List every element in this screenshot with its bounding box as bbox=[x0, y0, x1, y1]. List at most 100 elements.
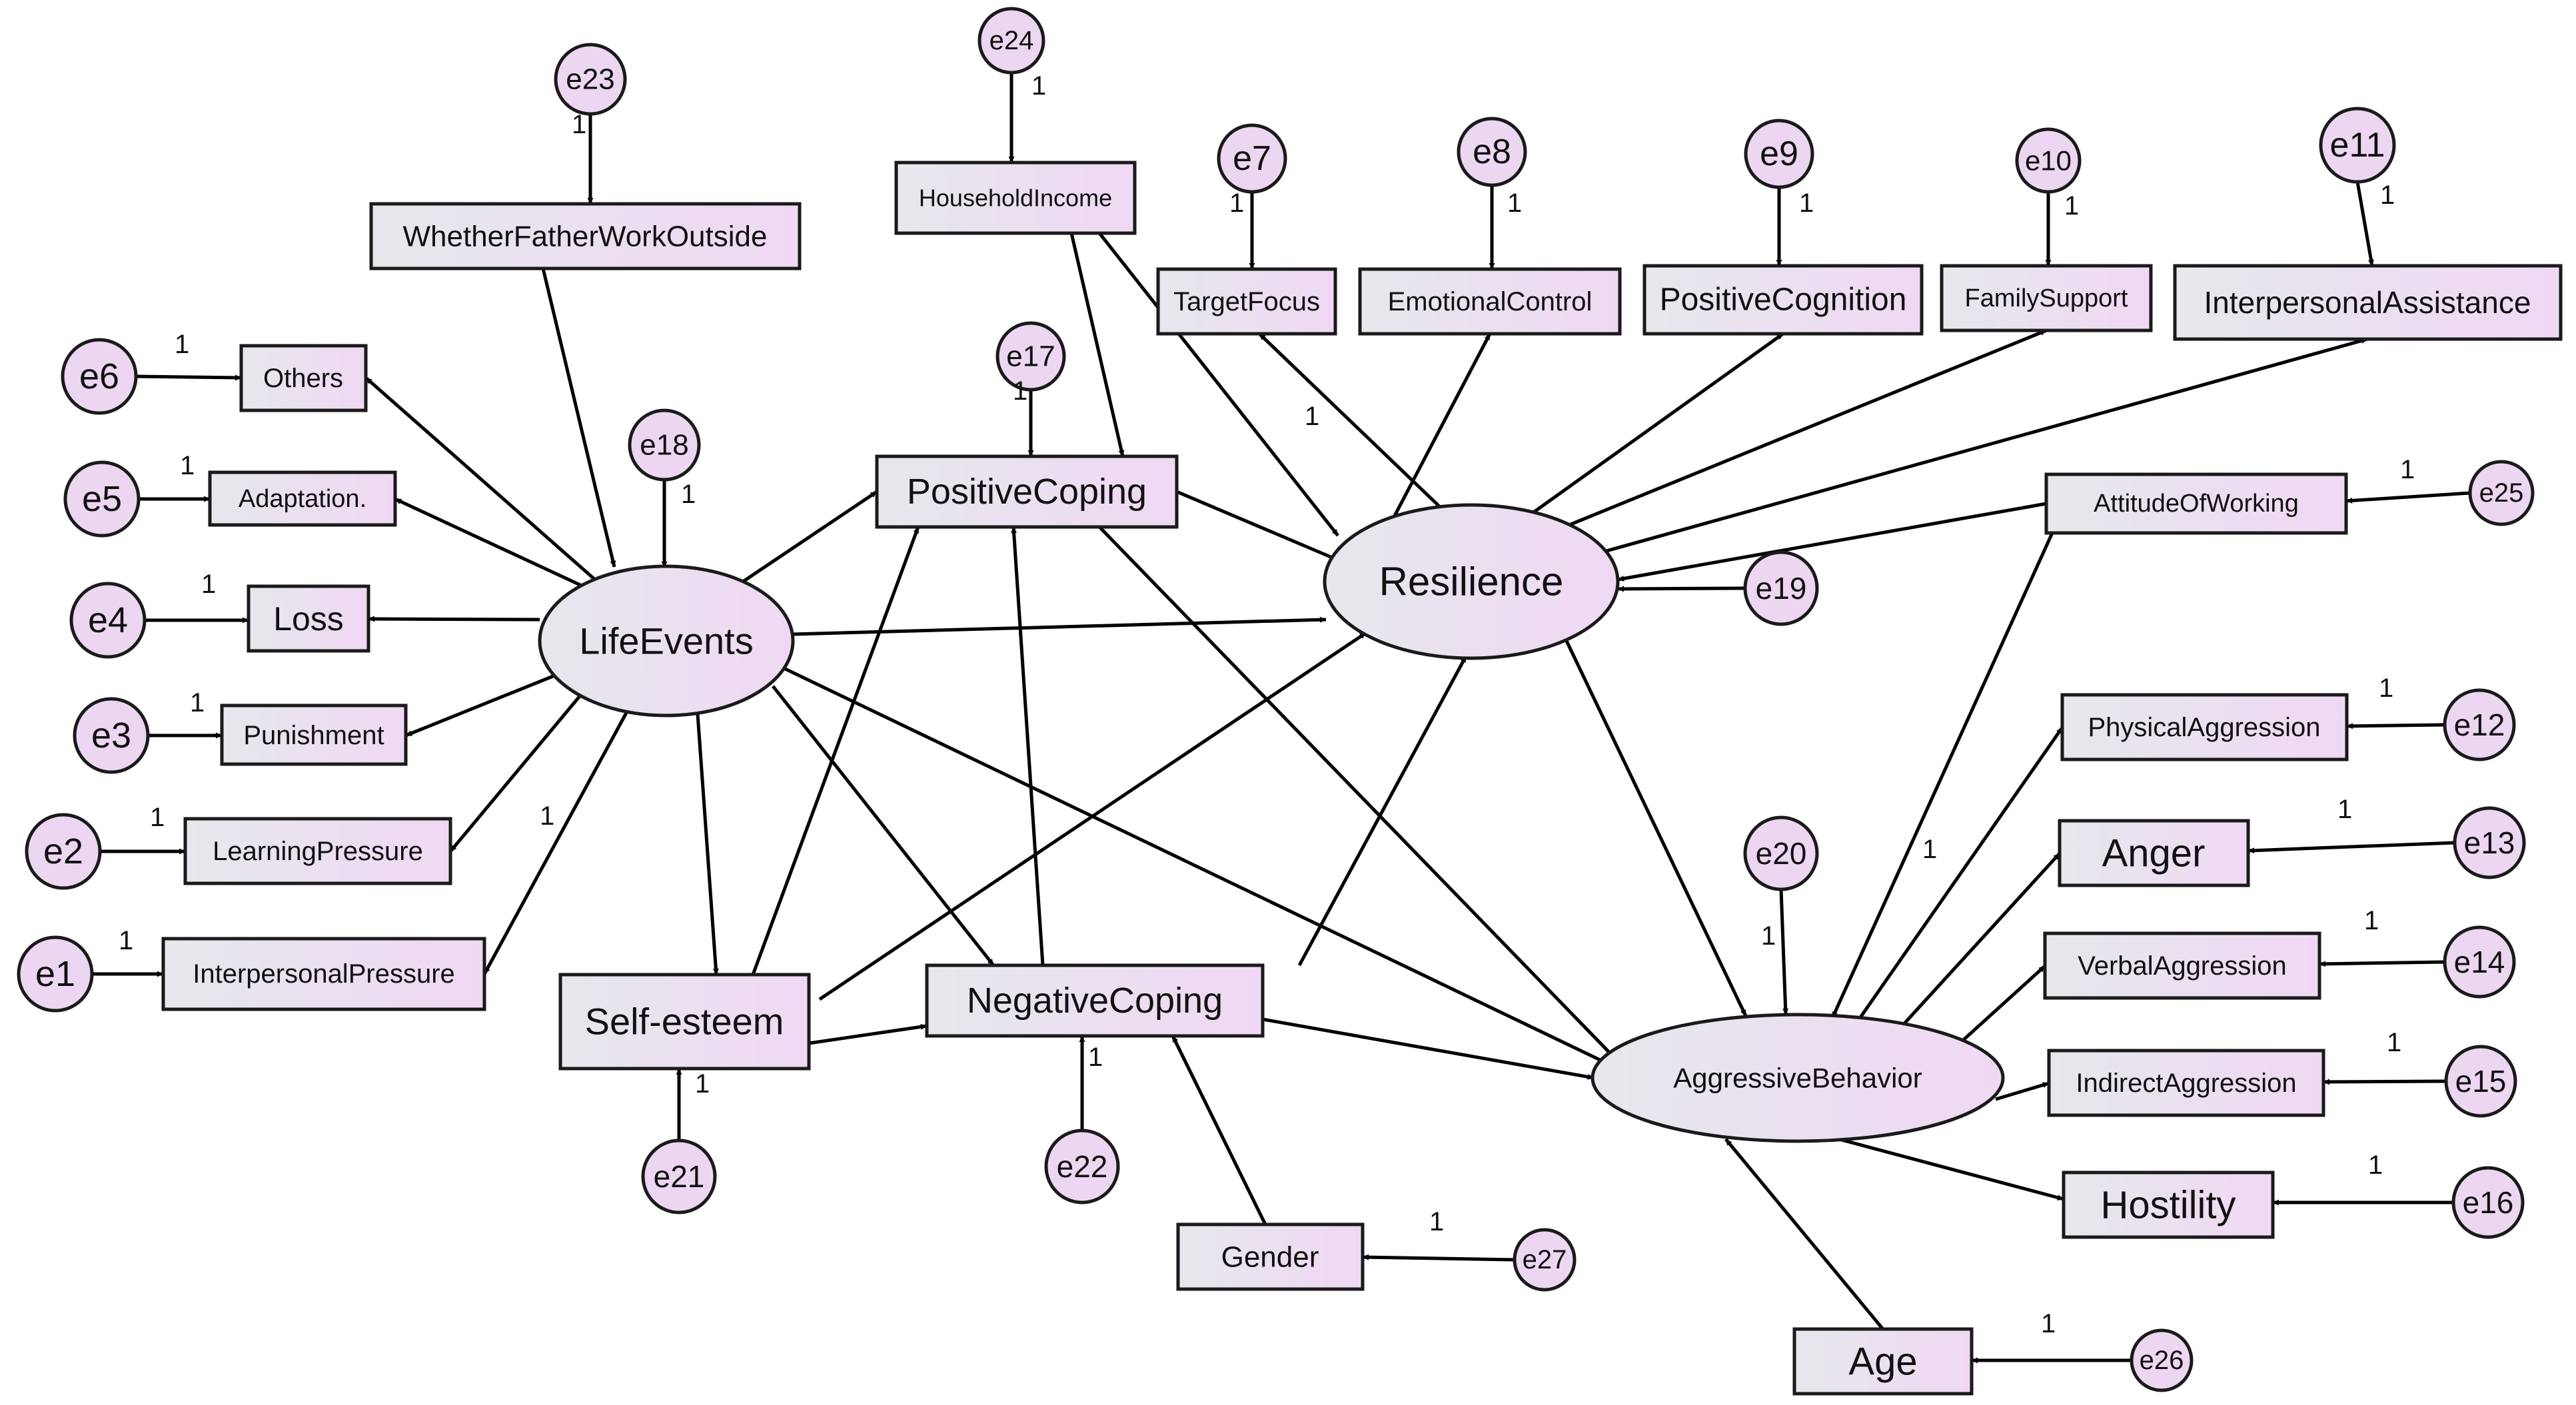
physical-aggression-box bbox=[2060, 693, 2349, 761]
error-e19-label: e19 bbox=[1756, 571, 1807, 606]
path-positive-coping-to-aggressive-behavior bbox=[1098, 526, 1620, 1064]
weight-label-e17: 1 bbox=[1013, 376, 1027, 406]
path-life-events-to-resilience bbox=[792, 616, 1327, 636]
error-e19 bbox=[1743, 550, 1819, 626]
path-e20-to-aggressive-behavior bbox=[1779, 889, 1789, 1015]
hostility-box bbox=[2062, 1171, 2275, 1239]
error-e8-label: e8 bbox=[1473, 133, 1511, 171]
error-e10-label: e10 bbox=[2025, 145, 2072, 177]
error-e11-label: e11 bbox=[2330, 126, 2385, 165]
error-e14-label: e14 bbox=[2454, 945, 2505, 979]
path-life-events-to-aggressive-behavior bbox=[778, 664, 1614, 1068]
latent-variables: LifeEvents Resilience AggressiveBehavior bbox=[538, 503, 2005, 1143]
path-e27-to-gender bbox=[1362, 1254, 1515, 1262]
observed-variables: WhetherFatherWorkOutside HouseholdIncome… bbox=[161, 161, 2563, 1396]
weight-label-attitude-aggressive: 1 bbox=[1922, 835, 1937, 864]
path-e12-to-physical-aggression bbox=[2346, 723, 2445, 729]
path-e14-to-verbal-aggression bbox=[2319, 960, 2445, 967]
whether-father-label: WhetherFatherWorkOutside bbox=[403, 221, 768, 253]
family-support-label: FamilySupport bbox=[1965, 284, 2128, 312]
error-e3 bbox=[73, 697, 150, 774]
error-e20-label: e20 bbox=[1756, 836, 1807, 871]
adaptation-box bbox=[208, 470, 397, 527]
error-e8 bbox=[1457, 117, 1527, 187]
age-label: Age bbox=[1848, 1340, 1917, 1384]
error-e16-label: e16 bbox=[2463, 1185, 2514, 1220]
error-e22-label: e22 bbox=[1057, 1149, 1108, 1184]
aggressive-behavior-label: AggressiveBehavior bbox=[1673, 1063, 1922, 1094]
positive-cognition-label: PositiveCognition bbox=[1660, 282, 1907, 318]
physical-aggression-label: PhysicalAggression bbox=[2088, 713, 2320, 742]
path-household-income-to-positive-coping bbox=[1069, 233, 1125, 457]
error-e9-label: e9 bbox=[1760, 135, 1798, 173]
gender-box bbox=[1176, 1222, 1365, 1291]
error-e2 bbox=[25, 813, 102, 890]
path-negative-coping-to-positive-coping bbox=[1011, 526, 1045, 966]
household-income-box bbox=[894, 161, 1137, 235]
error-e1-label: e1 bbox=[35, 954, 75, 994]
attitude-working-box bbox=[2044, 472, 2348, 535]
error-e27-label: e27 bbox=[1523, 1245, 1567, 1274]
error-e14 bbox=[2443, 925, 2516, 999]
error-e24 bbox=[977, 7, 1045, 75]
path-aggressive-behavior-to-anger bbox=[1898, 852, 2061, 1031]
error-e15 bbox=[2444, 1045, 2517, 1118]
anger-label: Anger bbox=[2102, 832, 2206, 875]
error-e21-label: e21 bbox=[654, 1159, 705, 1194]
weight-label-e3: 1 bbox=[190, 688, 205, 717]
anger-box bbox=[2058, 819, 2250, 887]
error-e17-label: e17 bbox=[1006, 340, 1055, 373]
emotional-control-box bbox=[1358, 267, 1622, 336]
weight-label-e2: 1 bbox=[150, 803, 165, 832]
path-life-events-to-negative-coping bbox=[772, 685, 995, 967]
path-self-esteem-to-positive-coping bbox=[751, 526, 920, 975]
error-e4-label: e4 bbox=[88, 600, 128, 640]
weight-label-e25: 1 bbox=[2400, 455, 2415, 484]
self-esteem-label: Self-esteem bbox=[585, 1001, 784, 1043]
path-e11-to-interpersonal-assistance bbox=[2355, 181, 2374, 266]
path-life-events-to-self-esteem bbox=[696, 713, 719, 975]
verbal-aggression-box bbox=[2043, 931, 2321, 1000]
path-life-events-to-adaptation bbox=[394, 497, 584, 588]
weight-label-e9: 1 bbox=[1799, 189, 1814, 218]
path-attitude-working-to-resilience bbox=[1617, 502, 2047, 582]
learning-pressure-label: LearningPressure bbox=[213, 837, 423, 866]
path-household-income-to-resilience bbox=[1098, 232, 1339, 537]
path-aggressive-behavior-to-indirect-aggression bbox=[1995, 1081, 2050, 1101]
gender-label: Gender bbox=[1221, 1241, 1319, 1274]
error-e9 bbox=[1744, 119, 1814, 189]
path-life-events-to-interpersonal-pressure bbox=[482, 711, 628, 975]
whether-father-box bbox=[369, 202, 802, 270]
weight-label-e11: 1 bbox=[2380, 181, 2395, 210]
error-e23 bbox=[554, 43, 627, 116]
resilience-latent bbox=[1323, 503, 1620, 660]
weight-label-e8: 1 bbox=[1507, 189, 1522, 218]
error-e1 bbox=[17, 935, 94, 1013]
others-box bbox=[239, 344, 368, 412]
path-arrows bbox=[92, 73, 2471, 1364]
weight-label-e24: 1 bbox=[1031, 71, 1046, 101]
attitude-working-label: AttitudeOfWorking bbox=[2094, 490, 2299, 518]
error-terms: e1 e2 e3 e4 e5 e6 e7 e8 e9 e10 e11 e12 e… bbox=[17, 7, 2535, 1392]
error-e12 bbox=[2443, 688, 2516, 761]
error-e7-label: e7 bbox=[1233, 139, 1271, 178]
loss-label: Loss bbox=[273, 600, 344, 638]
error-e13-label: e13 bbox=[2464, 825, 2515, 860]
learning-pressure-box bbox=[183, 817, 452, 885]
path-resilience-to-aggressive-behavior bbox=[1564, 638, 1748, 1017]
error-e11 bbox=[2319, 107, 2396, 184]
path-life-events-to-positive-coping bbox=[742, 490, 878, 584]
error-e5 bbox=[63, 460, 141, 538]
error-e10 bbox=[2015, 127, 2082, 194]
path-positive-coping-to-resilience bbox=[1176, 490, 1353, 568]
weight-label-e27: 1 bbox=[1429, 1207, 1444, 1236]
loss-box bbox=[247, 584, 370, 653]
verbal-aggression-label: VerbalAggression bbox=[2078, 951, 2287, 981]
weight-label-e23: 1 bbox=[572, 110, 586, 139]
path-negative-coping-to-resilience bbox=[1297, 655, 1468, 967]
interpersonal-pressure-label: InterpersonalPressure bbox=[193, 959, 455, 989]
error-e4 bbox=[69, 582, 147, 659]
weight-label-e15: 1 bbox=[2387, 1028, 2401, 1057]
